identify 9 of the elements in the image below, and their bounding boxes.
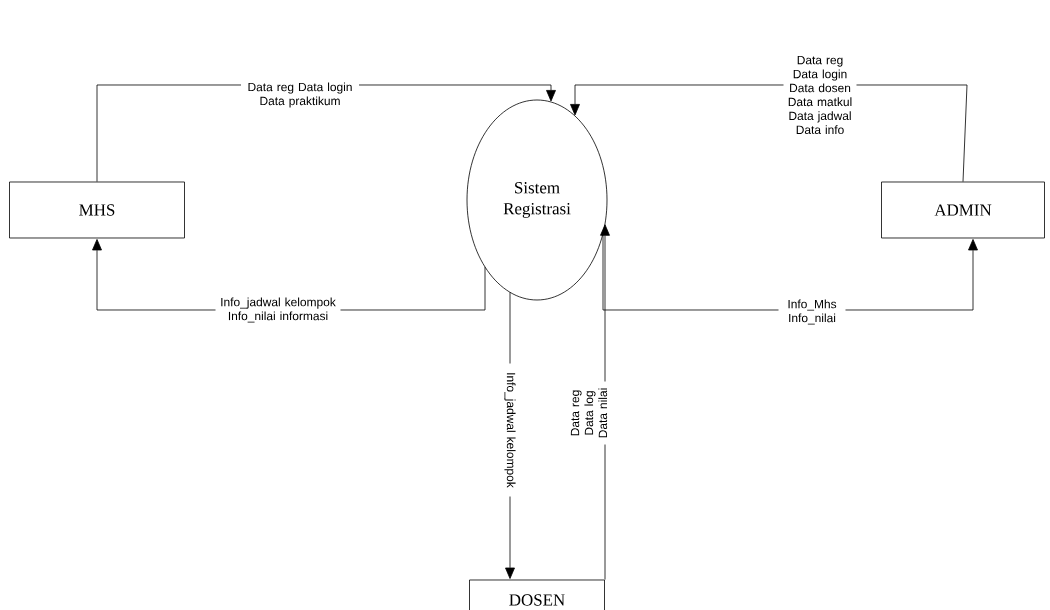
entity-box: ADMIN	[881, 181, 1045, 239]
entity-box: DOSEN	[469, 579, 605, 610]
edge-label: Info_Mhs Info_nilai	[778, 298, 846, 326]
edge-label: Data reg Data log Data nilai	[569, 381, 609, 445]
edge-label: Data reg Data login Data praktikum	[241, 80, 359, 110]
edge-label: Data reg Data login Data dosen Data matkul Data jadwal Data info	[783, 54, 857, 136]
entity-box: MHS	[9, 181, 185, 239]
edge-label: Info_jadwal kelompok	[502, 363, 518, 497]
edge-label: Info_jadwal kelompok Info_nilai informasi	[215, 296, 341, 324]
